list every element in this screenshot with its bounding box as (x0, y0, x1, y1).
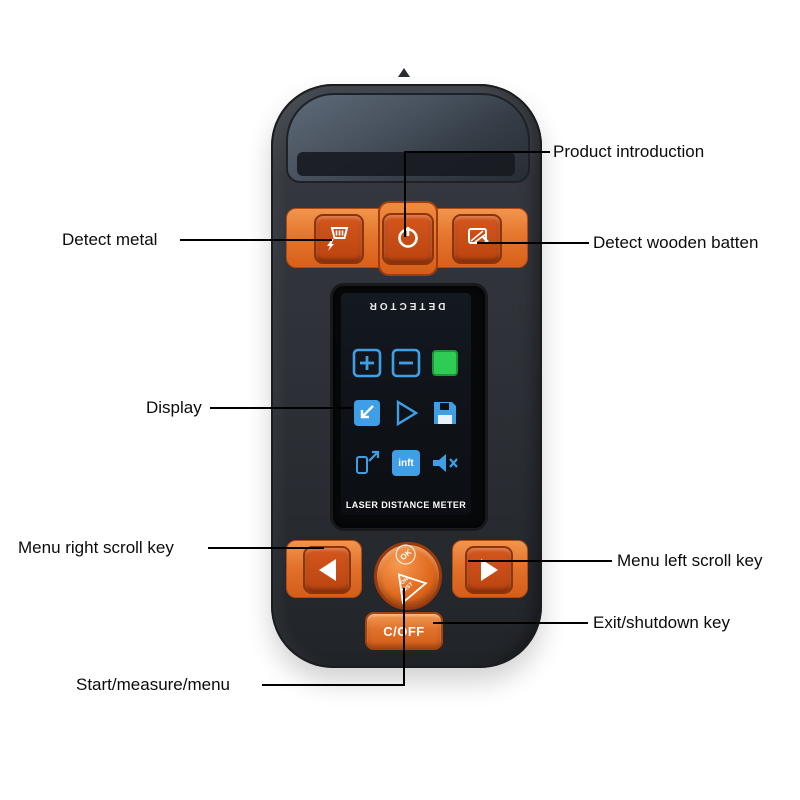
label-display: Display (146, 398, 202, 417)
green-area-icon (425, 338, 464, 388)
ok-circle-icon: OK (391, 540, 420, 569)
metal-detect-icon (323, 221, 355, 258)
screen-icon-grid: inft (348, 338, 464, 488)
callout-line-start-measure-h (262, 684, 405, 686)
plus-icon (348, 338, 387, 388)
detector-text: DETECTOR (366, 300, 446, 311)
callout-line-menu-right (208, 547, 324, 549)
ok-start-measure-button[interactable]: OK ON DIST (374, 540, 442, 610)
ok-button-graphics: OK ON DIST (364, 532, 451, 619)
menu-left-scroll-button[interactable] (465, 546, 513, 594)
label-exit-shutdown-key: Exit/shutdown key (593, 613, 731, 632)
callout-line-product-introduction-v (404, 151, 406, 237)
unit-inft-icon: inft (387, 438, 426, 488)
on-dist-triangle-icon (397, 573, 428, 605)
callout-line-display (210, 407, 352, 409)
callout-line-menu-left (468, 560, 612, 562)
mute-icon (425, 438, 464, 488)
right-triangle-icon (480, 559, 498, 581)
callout-line-product-introduction-h (404, 151, 550, 153)
save-icon (425, 388, 464, 438)
device-top-mark (398, 68, 410, 77)
sensor-panel-band (297, 152, 515, 176)
label-menu-left-scroll-key: Menu left scroll key (617, 551, 763, 570)
wood-detect-icon (461, 221, 493, 258)
label-menu-right-scroll-key: Menu right scroll key (18, 538, 174, 557)
power-intro-button[interactable] (382, 213, 434, 265)
label-detect-metal: Detect metal (62, 230, 158, 249)
minus-icon (387, 338, 426, 388)
reference-arrow-icon (348, 438, 387, 488)
unit-inft-text: inft (391, 450, 420, 476)
power-icon (393, 222, 423, 257)
label-detect-wooden-batten: Detect wooden batten (593, 233, 759, 252)
label-start-measure-menu: Start/measure/menu (76, 675, 231, 694)
callout-line-detect-wooden-batten (477, 242, 589, 244)
label-product-introduction: Product introduction (553, 142, 705, 161)
laser-distance-meter-text: LASER DISTANCE METER (345, 500, 467, 510)
callout-line-start-measure-v (403, 588, 405, 686)
callout-line-exit-shutdown (433, 622, 588, 624)
angle-icon (387, 388, 426, 438)
left-triangle-icon (318, 559, 336, 581)
corner-arrow-icon (348, 388, 387, 438)
menu-right-scroll-button[interactable] (303, 546, 351, 594)
detect-wood-button[interactable] (452, 214, 502, 264)
callout-line-detect-metal (180, 239, 332, 241)
